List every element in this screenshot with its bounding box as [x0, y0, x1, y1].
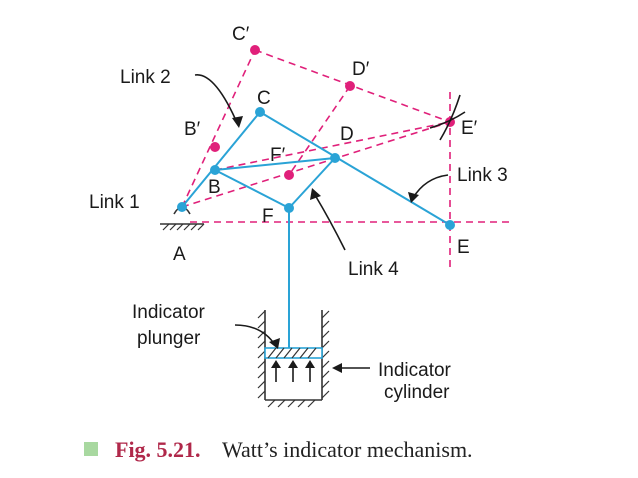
link2 — [181, 111, 261, 208]
joint-d — [330, 153, 340, 163]
label-c-prime: C′ — [232, 24, 250, 45]
link4-displaced — [288, 85, 351, 176]
label-e-prime: E′ — [461, 118, 478, 139]
link4 — [288, 157, 336, 209]
joint-d-prime — [345, 81, 355, 91]
joint-e — [445, 220, 455, 230]
label-a: A — [173, 244, 186, 265]
link4-leader — [314, 194, 346, 251]
ground-hatching — [162, 223, 205, 231]
joint-c-prime — [250, 45, 260, 55]
link1-displaced — [181, 121, 451, 208]
link3 — [259, 111, 451, 226]
label-d-prime: D′ — [352, 59, 370, 80]
caption-number: Fig. 5.21. — [115, 437, 201, 462]
joint-c — [255, 107, 265, 117]
label-f-prime: F′ — [270, 145, 286, 166]
link4-arrowhead — [310, 188, 321, 200]
caption-text: Watt’s indicator mechanism. — [222, 437, 473, 462]
joint-a — [177, 202, 187, 212]
piston-head — [264, 347, 323, 359]
label-link2: Link 2 — [120, 67, 171, 88]
link2-leader — [194, 74, 239, 126]
link-bf — [214, 169, 290, 209]
cylinder-hatching — [257, 310, 330, 408]
label-plunger-1: Indicator — [132, 302, 206, 323]
link3-leader — [412, 174, 449, 199]
piston-hatching — [267, 347, 317, 359]
caption-marker — [84, 442, 98, 456]
arc-e-prime-2 — [429, 111, 466, 129]
label-b-prime: B′ — [184, 119, 201, 140]
label-f: F — [262, 206, 274, 227]
label-cylinder-2: cylinder — [384, 382, 450, 403]
label-cylinder-1: Indicator — [378, 360, 452, 381]
label-b: B — [208, 177, 221, 198]
link3-displaced-upper — [254, 49, 451, 123]
label-e: E — [457, 237, 470, 258]
label-plunger-2: plunger — [137, 328, 201, 349]
plunger-arrowhead — [269, 338, 280, 349]
joint-b-prime — [210, 142, 220, 152]
link-bd — [214, 157, 336, 171]
link2-displaced — [181, 49, 256, 208]
joint-f-prime — [284, 170, 294, 180]
arc-e-prime — [439, 94, 461, 141]
label-link4: Link 4 — [348, 259, 399, 280]
pressure-arrows — [271, 360, 315, 382]
label-d: D — [340, 124, 354, 145]
cylinder-arrowhead — [332, 363, 342, 373]
link-b-displaced — [214, 121, 451, 171]
joint-f — [284, 203, 294, 213]
label-link1: Link 1 — [89, 192, 140, 213]
joint-b — [210, 165, 220, 175]
link2-arrowhead — [232, 116, 243, 128]
label-link3: Link 3 — [457, 165, 508, 186]
label-c: C — [257, 88, 271, 109]
link3-arrowhead — [408, 192, 419, 203]
